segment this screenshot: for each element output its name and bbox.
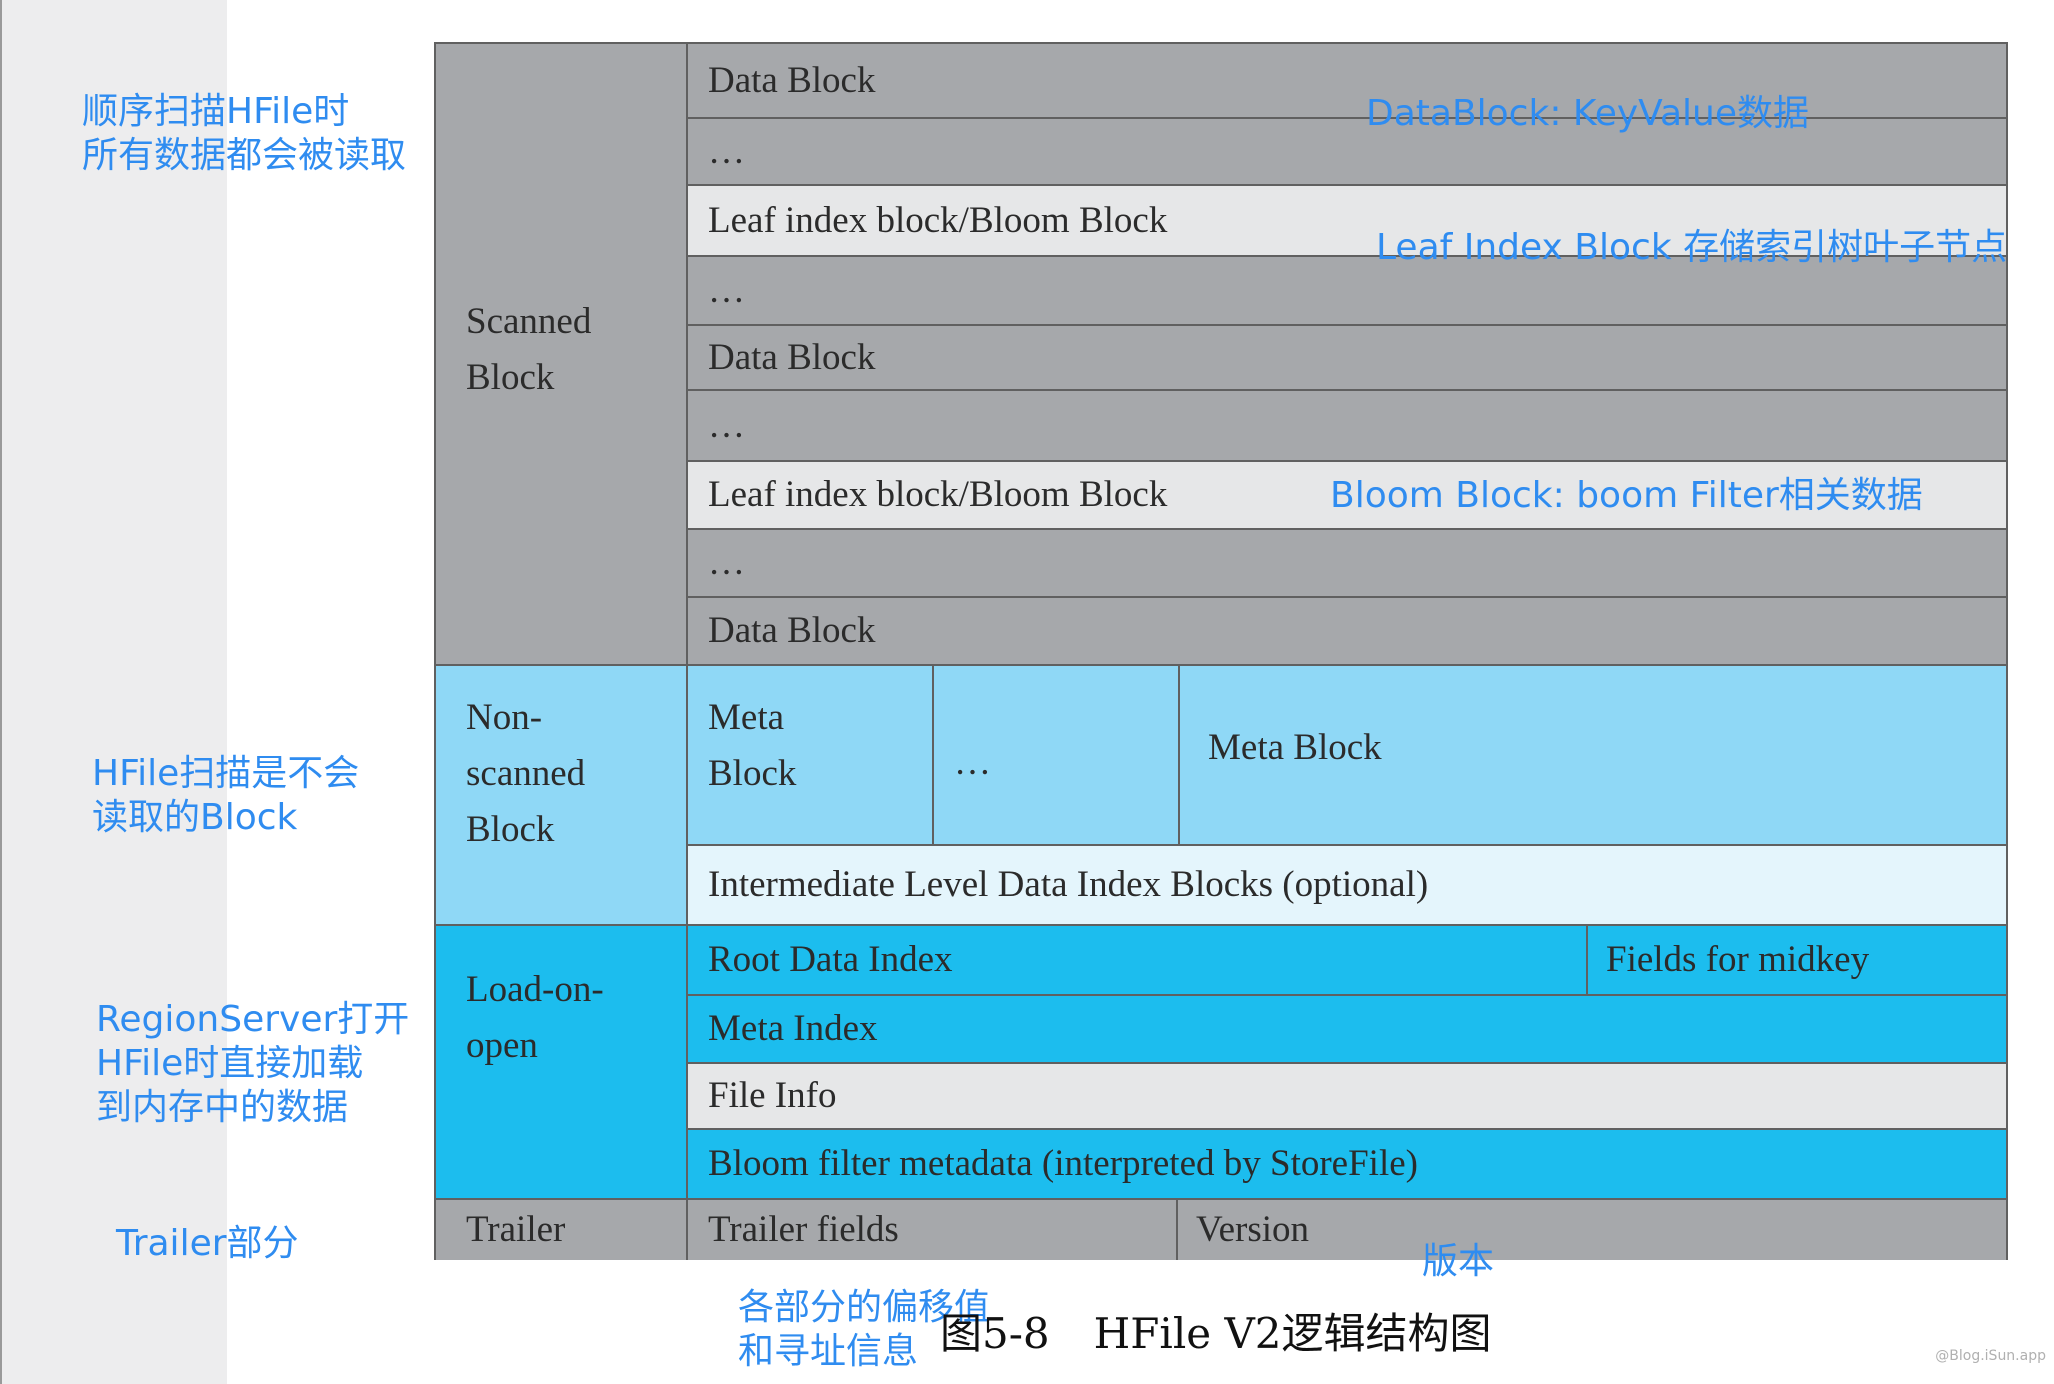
left-margin-strip [0,0,227,1384]
fields-for-midkey: Fields for midkey [1586,924,2006,994]
root-data-index: Root Data Index [686,924,1586,994]
scanned-row-ellipsis-2: … [686,255,2006,324]
scanned-row-ellipsis-1: … [686,117,2006,184]
trailer-fields: Trailer fields [686,1198,1176,1260]
non-scanned-label-line-3: Block [466,809,555,850]
annotation-version: 版本 [1422,1241,1495,1282]
annotation-trailer: Trailer部分 [116,1223,299,1264]
trailer-version: Version [1176,1198,2006,1260]
annotation-offset-line-2: 和寻址信息 [738,1331,919,1372]
figure-title: HFile V2逻辑结构图 [1093,1309,1492,1358]
annotation-scan-all: 顺序扫描HFile时 所有数据都会被读取 [82,90,406,178]
scanned-row-ellipsis-4: … [686,528,2006,596]
annotation-scan-all-line-2: 所有数据都会被读取 [82,135,407,176]
annotation-load-open: RegionServer打开 HFile时直接加载 到内存中的数据 [96,998,409,1130]
annotation-non-scan: HFile扫描是不会 读取的Block [92,752,359,840]
file-info: File Info [686,1062,2006,1128]
figure-caption: 图5-8 HFile V2逻辑结构图 [940,1300,1492,1361]
annotation-load-open-line-1: RegionServer打开 [96,999,410,1040]
meta-block-1-line-1: Meta [708,697,785,738]
load-on-open-label-line-2: open [466,1025,538,1066]
bloom-filter-metadata: Bloom filter metadata (interpreted by St… [686,1128,2006,1198]
annotation-offset: 各部分的偏移值 和寻址信息 [738,1286,990,1374]
scanned-block-label: Scanned Block [436,44,686,664]
watermark: @Blog.iSun.app [1935,1348,2046,1364]
hfile-v2-diagram: Scanned Block Data Block … Leaf index bl… [434,42,2008,1260]
meta-block-1-line-2: Block [708,753,797,794]
scanned-row-data-block-2: Data Block [686,324,2006,389]
scanned-row-leaf-index-2: Leaf index block/Bloom Block [686,460,2006,528]
annotation-non-scan-line-1: HFile扫描是不会 [92,753,360,794]
load-on-open-label-line-1: Load-on- [466,969,604,1010]
annotation-offset-line-1: 各部分的偏移值 [738,1287,991,1328]
trailer-label: Trailer [436,1198,686,1260]
non-scanned-label-line-2: scanned [466,753,586,794]
annotation-datablock: DataBlock: KeyValue数据 [1366,93,1810,134]
scanned-row-data-block-3: Data Block [686,596,2006,664]
scanned-label-line-1: Scanned [466,301,592,342]
scanned-row-leaf-index-1: Leaf index block/Bloom Block [686,184,2006,255]
meta-block-1: Meta Block [686,664,932,844]
meta-block-2: Meta Block [1178,664,2006,844]
scanned-label-line-2: Block [466,357,555,398]
annotation-non-scan-line-2: 读取的Block [92,797,298,838]
scanned-row-data-block-1: Data Block [686,44,2006,117]
non-scanned-label-line-1: Non- [466,697,543,738]
figure-number: 图5-8 [940,1309,1050,1358]
non-scanned-block-label: Non- scanned Block [436,664,686,924]
annotation-load-open-line-2: HFile时直接加载 [96,1043,364,1084]
annotation-scan-all-line-1: 顺序扫描HFile时 [82,91,350,132]
annotation-bloom: Bloom Block: boom Filter相关数据 [1330,475,1923,516]
annotation-leaf-index: Leaf Index Block 存储索引树叶子节点 [1376,227,2008,268]
annotation-load-open-line-3: 到内存中的数据 [96,1087,349,1128]
load-on-open-label: Load-on- open [436,924,686,1198]
meta-index: Meta Index [686,994,2006,1062]
meta-block-ellipsis: … [932,664,1178,844]
scanned-row-ellipsis-3: … [686,389,2006,460]
intermediate-index-blocks: Intermediate Level Data Index Blocks (op… [686,844,2006,924]
